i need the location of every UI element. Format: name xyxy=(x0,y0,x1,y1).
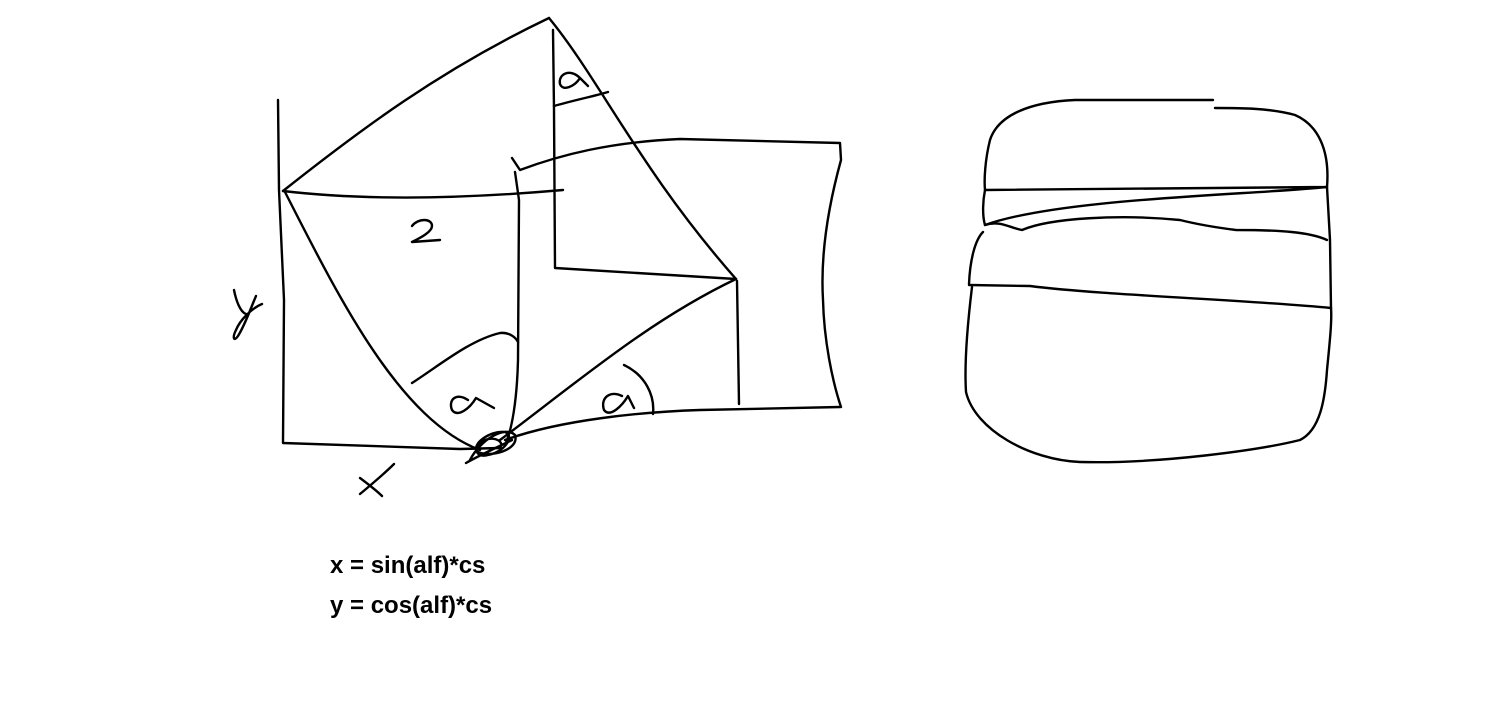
left-figure xyxy=(232,16,843,498)
inner-short-horizontal xyxy=(552,90,610,108)
letter-y-icon xyxy=(232,288,264,341)
horizontal-line-2 xyxy=(281,188,565,199)
body-outline xyxy=(964,285,1333,464)
letter-x-icon xyxy=(358,462,396,498)
right-vertical xyxy=(735,279,741,406)
alpha-right-icon xyxy=(601,392,636,414)
arc-left xyxy=(410,331,520,385)
top-band xyxy=(981,185,1329,227)
line-to-right-corner xyxy=(498,277,738,442)
right-figure xyxy=(964,98,1333,464)
digit-two-icon xyxy=(410,218,442,244)
middle-band-left xyxy=(967,230,985,286)
diagonal-top-left xyxy=(281,16,551,193)
top-cap xyxy=(983,98,1329,192)
y-axis-line xyxy=(276,98,502,451)
right-edge xyxy=(1325,185,1333,310)
origin-scribble xyxy=(464,430,517,465)
diagonal-top-right xyxy=(547,16,738,281)
vertical-middle xyxy=(503,170,521,447)
alpha-left-icon xyxy=(449,395,496,415)
arc-right xyxy=(622,363,655,416)
formula-x: x = sin(alf)*cs xyxy=(330,552,486,579)
formula-y: y = cos(alf)*cs xyxy=(330,592,493,619)
middle-band-bottom xyxy=(967,283,1333,310)
middle-band-top xyxy=(983,216,1329,242)
base-right xyxy=(503,405,842,442)
inner-vertical xyxy=(551,28,738,281)
curve-left-down xyxy=(283,190,482,452)
rotated-rectangle xyxy=(510,137,843,409)
alpha-top-icon xyxy=(558,71,590,89)
